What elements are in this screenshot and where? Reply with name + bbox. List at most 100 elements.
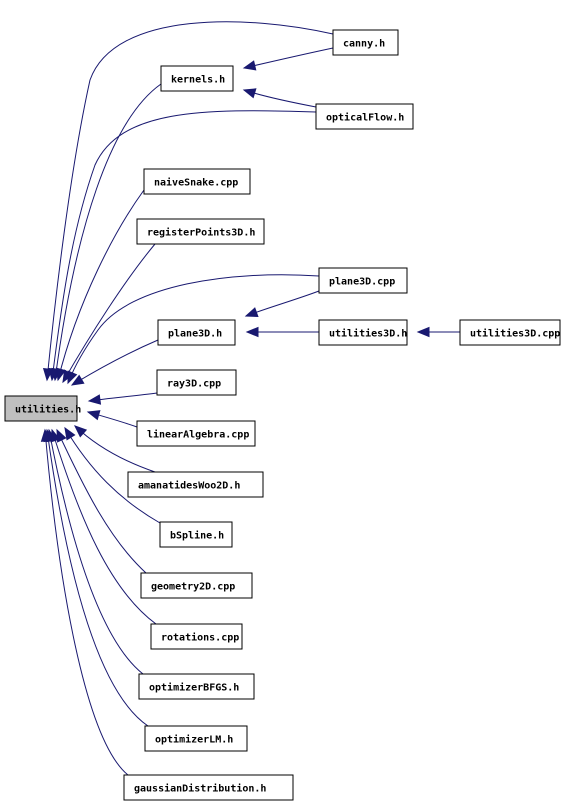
node-optimizerlm[interactable]: optimizerLM.h	[144, 725, 248, 752]
node-box	[127, 471, 264, 498]
edge-plane3dh-to-utilities	[70, 339, 159, 386]
edge-line	[67, 274, 320, 384]
node-plane3dcpp[interactable]: plane3D.cpp	[318, 267, 408, 294]
node-label: optimizerLM.h	[155, 734, 233, 746]
edge-utilities3dh-to-plane3dh	[245, 326, 319, 338]
node-box	[136, 218, 265, 245]
node-gaussian[interactable]: gaussianDistribution.h	[123, 774, 294, 801]
node-label: utilities3D.h	[329, 328, 407, 340]
arrowhead	[242, 60, 257, 71]
node-geometry2d[interactable]: geometry2D.cpp	[140, 572, 253, 599]
node-amanatides[interactable]: amanatidesWoo2D.h	[127, 471, 264, 498]
edge-plane3dcpp-to-utilities	[67, 274, 320, 385]
arrowhead	[48, 367, 59, 382]
node-bspline[interactable]: bSpline.h	[159, 521, 233, 548]
node-label: linearAlgebra.cpp	[147, 429, 249, 441]
node-box	[150, 623, 243, 650]
edge-bspline-to-utilities	[64, 426, 161, 524]
node-box	[159, 521, 233, 548]
node-box	[144, 725, 248, 752]
node-label: naiveSnake.cpp	[154, 177, 238, 189]
edge-canny-to-kernels	[242, 47, 334, 71]
edge-gaussian-to-utilities	[40, 428, 129, 776]
edge-line	[51, 110, 317, 381]
node-ray3d[interactable]: ray3D.cpp	[156, 369, 237, 396]
node-label: ray3D.cpp	[167, 379, 221, 390]
node-box	[459, 319, 561, 346]
edge-rotations-to-utilities	[50, 428, 157, 625]
node-label: gaussianDistribution.h	[134, 783, 266, 795]
node-box	[160, 65, 234, 92]
arrowhead	[245, 326, 259, 338]
node-label: geometry2D.cpp	[151, 582, 235, 593]
node-label: canny.h	[343, 39, 385, 50]
node-label: plane3D.cpp	[329, 277, 395, 288]
node-utilities: utilities.h	[4, 395, 81, 422]
edge-line	[46, 21, 334, 381]
arrowhead	[86, 410, 101, 421]
arrowhead	[416, 326, 430, 338]
node-box	[123, 774, 294, 801]
node-label: utilities3D.cpp	[470, 328, 560, 340]
node-box	[140, 572, 253, 599]
edge-line	[56, 429, 147, 574]
node-label: rotations.cpp	[161, 632, 239, 644]
edge-line	[46, 429, 149, 727]
node-label: optimizerBFGS.h	[149, 682, 239, 694]
node-utilities3dcpp[interactable]: utilities3D.cpp	[459, 319, 561, 346]
node-kernels[interactable]: kernels.h	[160, 65, 234, 92]
edge-amanatides-to-utilities	[74, 425, 156, 473]
node-linearalgebra[interactable]: linearAlgebra.cpp	[136, 420, 256, 447]
node-box	[332, 29, 399, 56]
node-label: bSpline.h	[170, 530, 224, 542]
node-box	[138, 673, 255, 700]
node-naivesnake[interactable]: naiveSnake.cpp	[143, 168, 251, 195]
node-box	[157, 319, 236, 346]
node-opticalflow[interactable]: opticalFlow.h	[315, 103, 414, 130]
edge-registerpoints3d-to-utilities	[62, 243, 156, 384]
node-canny[interactable]: canny.h	[332, 29, 399, 56]
node-label: plane3D.h	[168, 329, 222, 340]
edge-plane3dcpp-to-plane3dh	[244, 290, 320, 318]
edge-geometry2d-to-utilities	[56, 428, 147, 574]
edge-line	[71, 339, 159, 386]
arrowhead	[55, 367, 66, 382]
node-box	[318, 267, 408, 294]
edge-line	[44, 429, 129, 776]
edge-line	[57, 189, 145, 381]
node-rotations[interactable]: rotations.cpp	[150, 623, 243, 650]
arrowhead	[40, 428, 52, 442]
edge-line	[54, 83, 162, 381]
edge-opticalflow-to-kernels	[242, 88, 317, 108]
arrowhead	[74, 425, 88, 438]
edge-line	[245, 290, 320, 317]
edge-layer	[40, 21, 460, 776]
node-layer: utilities.h canny.h kernels.h opticalFlow.h…	[4, 29, 561, 801]
node-label: amanatidesWoo2D.h	[138, 480, 240, 492]
node-plane3dh[interactable]: plane3D.h	[157, 319, 236, 346]
edge-line	[62, 243, 156, 383]
node-utilities3dh[interactable]: utilities3D.h	[318, 319, 408, 346]
arrowhead	[70, 374, 85, 386]
node-registerpoints3d[interactable]: registerPoints3D.h	[136, 218, 265, 245]
arrowhead	[56, 428, 67, 443]
edge-optimizerbfgs-to-utilities	[46, 428, 144, 675]
edge-line	[64, 427, 161, 524]
edge-naivesnake-to-utilities	[55, 189, 145, 382]
node-label: opticalFlow.h	[326, 112, 404, 124]
node-box	[315, 103, 414, 130]
edge-line	[48, 429, 144, 675]
node-box	[136, 420, 256, 447]
edge-utilities3dcpp-to-utilities3dh	[416, 326, 460, 338]
node-label: utilities.h	[15, 404, 81, 416]
node-box	[318, 319, 408, 346]
node-box	[4, 395, 78, 422]
node-box	[156, 369, 237, 396]
arrowhead	[242, 88, 257, 99]
node-label: registerPoints3D.h	[147, 227, 255, 239]
node-optimizerbfgs[interactable]: optimizerBFGS.h	[138, 673, 255, 700]
edge-linearalgebra-to-utilities	[86, 410, 138, 428]
node-box	[143, 168, 251, 195]
edge-opticalflow-to-utilities	[48, 110, 317, 382]
